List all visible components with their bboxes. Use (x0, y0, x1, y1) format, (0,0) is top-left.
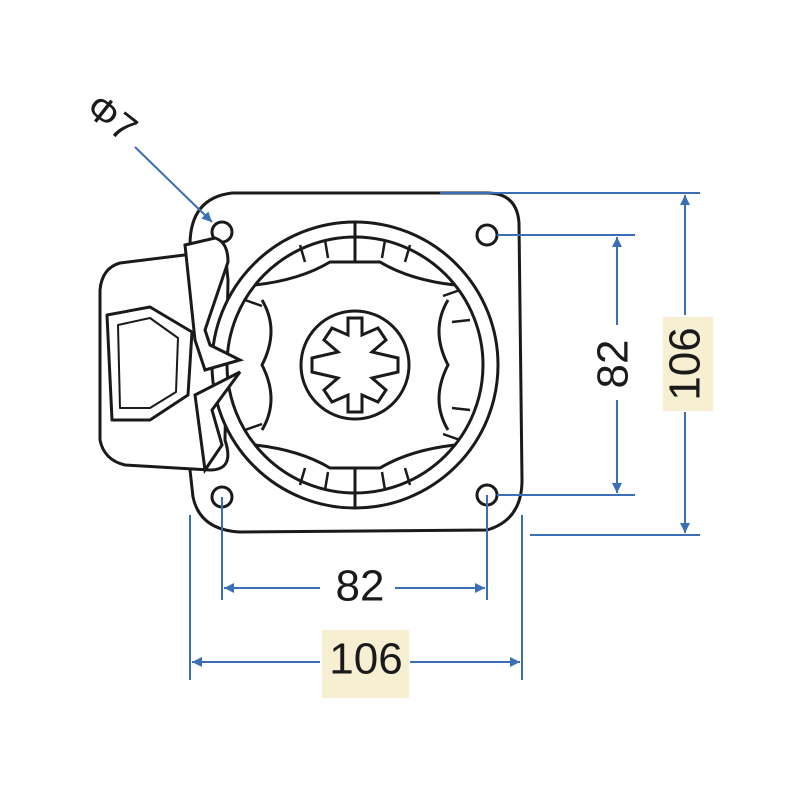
rotor-ribs (244, 239, 471, 491)
overall-height-label: 106 (661, 327, 710, 400)
hole-diameter-leader (134, 146, 213, 223)
handle-arm (183, 236, 245, 475)
overall-height-highlight (663, 317, 713, 411)
hole-spacing-horizontal-label: 82 (336, 562, 385, 611)
mounting-hole-top-right (475, 223, 499, 247)
hole-spacing-vertical-label: 82 (589, 340, 638, 389)
hole-diameter-label: Φ7 (78, 86, 144, 151)
rotor-spoke-right (437, 299, 450, 431)
overall-width-label: 106 (329, 635, 402, 684)
central-hub (299, 309, 411, 421)
dimension-lines (134, 146, 700, 680)
hub-star (310, 316, 400, 414)
handle-grip-inner (117, 317, 179, 409)
overall-width-highlight (322, 630, 409, 698)
rotor-spoke-left (260, 299, 273, 431)
